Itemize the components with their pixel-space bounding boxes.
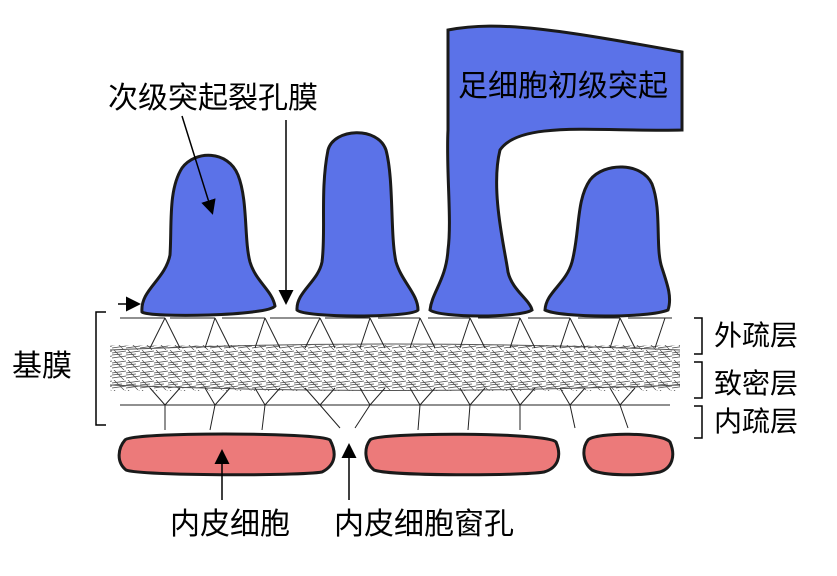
endothelial-cell-3 xyxy=(582,432,675,477)
label-endothelial-cell: 内皮细胞 xyxy=(170,507,290,542)
secondary-process-arrow xyxy=(181,115,216,215)
label-podocyte-primary-process: 足细胞初级突起 xyxy=(458,69,668,104)
label-endothelial-fenestra: 内皮细胞窗孔 xyxy=(334,507,514,542)
endothelial-cell-2 xyxy=(364,432,561,477)
foot-process-3 xyxy=(543,165,672,318)
rara-externa-bracket xyxy=(694,317,703,355)
densa-bracket xyxy=(694,361,703,399)
endothelial-cell-1 xyxy=(117,432,336,477)
label-lamina-rara-externa: 外疏层 xyxy=(714,319,799,352)
endothelial-cells xyxy=(117,432,675,477)
podocyte-foot-processes xyxy=(140,24,684,318)
label-secondary-process-slit-membrane: 次级突起裂孔膜 xyxy=(108,81,318,116)
label-basement-membrane: 基膜 xyxy=(12,349,72,384)
label-lamina-rara-interna: 内疏层 xyxy=(714,405,799,438)
lamina-densa-band xyxy=(109,343,681,391)
lamina-rara-fibers xyxy=(120,317,672,431)
pointer-arrows xyxy=(118,115,357,500)
foot-process-2 xyxy=(295,131,420,318)
label-lamina-densa: 致密层 xyxy=(714,367,799,400)
rara-interna-bracket xyxy=(694,405,703,439)
primary-process xyxy=(428,24,684,318)
basement-membrane-bracket xyxy=(95,311,106,426)
foot-process-1 xyxy=(140,153,277,317)
